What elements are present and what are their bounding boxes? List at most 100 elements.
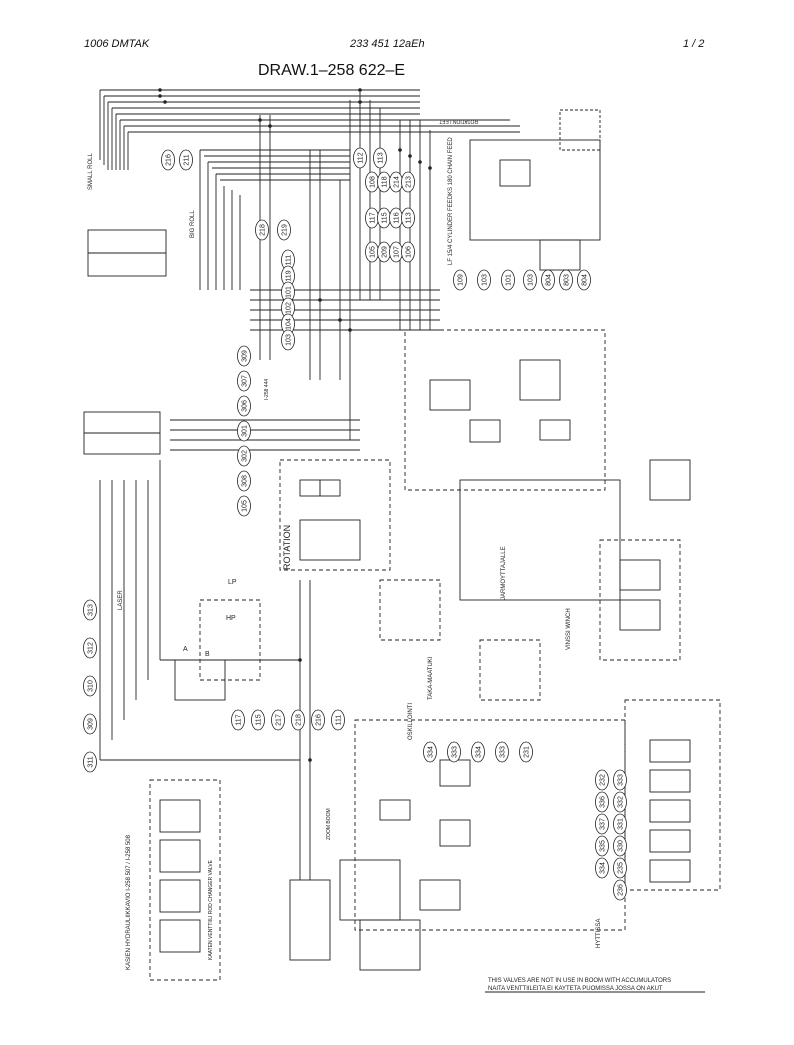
jarmoyttajalle-label: JARMOYTTAJALLE xyxy=(501,546,507,600)
callout-number: 335 xyxy=(600,840,607,852)
callout-number: 313 xyxy=(88,604,95,616)
callout-bubble: 102 xyxy=(281,297,295,319)
callout-bubble: 330 xyxy=(613,835,627,857)
callout-number: 311 xyxy=(88,756,95,767)
callout-bubble: 108 xyxy=(365,171,379,193)
callout-number: 334 xyxy=(600,862,607,874)
callout-bubble: 804 xyxy=(577,269,591,291)
callout-number: 112 xyxy=(358,152,365,163)
callout-number: 302 xyxy=(242,450,249,462)
drawing-ref-label: I-258 444 xyxy=(264,379,270,400)
callout-number: 336 xyxy=(600,796,607,808)
callout-bubble: 103 xyxy=(477,269,491,291)
callout-bubble: 109 xyxy=(453,269,467,291)
header-center: 233 451 12aEh xyxy=(350,38,425,50)
callout-number: 312 xyxy=(88,642,95,654)
hp-label: HP xyxy=(226,615,236,622)
callout-bubble: 333 xyxy=(495,741,509,763)
callout-number: 217 xyxy=(276,714,283,726)
zoom-boom-label: ZOOM BOOM xyxy=(326,808,332,840)
callout-bubble: 301 xyxy=(237,420,251,442)
callout-bubble: 307 xyxy=(237,370,251,392)
callout-bubble: 216 xyxy=(161,149,175,171)
callout-number: 103 xyxy=(482,274,489,286)
callout-bubble: 333 xyxy=(613,769,627,791)
callout-number: 216 xyxy=(316,714,323,726)
kasien-label: KASIEN HYDRAULIIKKAVIO I-258 507 / I-258… xyxy=(126,834,132,970)
callout-number: 301 xyxy=(242,425,249,437)
big-roll-label: BIG ROLL xyxy=(190,210,196,238)
callout-number: 330 xyxy=(618,840,625,852)
hyttissa-label: HYTTISSA xyxy=(596,919,602,948)
callout-bubble: 309 xyxy=(237,345,251,367)
callout-bubble: 118 xyxy=(377,171,391,193)
callout-bubble: 334 xyxy=(471,741,485,763)
callout-number: 105 xyxy=(242,500,249,512)
callout-bubble: 331 xyxy=(613,813,627,835)
callout-number: 332 xyxy=(618,796,625,808)
callout-number: 331 xyxy=(618,818,625,830)
callout-number: 108 xyxy=(370,176,377,188)
callout-bubble: 306 xyxy=(237,395,251,417)
rotation-label: ROTATION xyxy=(282,525,292,570)
callout-number: 113 xyxy=(378,152,385,163)
callout-bubble: 107 xyxy=(389,241,403,263)
callout-number: 118 xyxy=(382,176,389,187)
callout-number: 218 xyxy=(296,714,303,726)
callout-number: 103 xyxy=(286,334,293,346)
callout-number: 106 xyxy=(406,246,413,258)
rotation-left-label: ROTATION LEFT xyxy=(439,118,478,124)
callout-bubble: 231 xyxy=(519,741,533,763)
callout-bubble: 336 xyxy=(595,791,609,813)
callout-number: 117 xyxy=(370,212,377,223)
callout-bubble: 332 xyxy=(613,791,627,813)
callout-number: 119 xyxy=(286,270,293,281)
callout-bubble: 803 xyxy=(559,269,573,291)
callout-bubble: 313 xyxy=(83,599,97,621)
callout-bubble: 218 xyxy=(255,219,269,241)
note-line-1: THIS VALVES ARE NOT IN USE IN BOOM WITH … xyxy=(488,978,671,984)
winch-label: VINSSI WINCH xyxy=(566,608,572,650)
callout-bubble: 312 xyxy=(83,637,97,659)
callout-number: 211 xyxy=(184,154,191,165)
lf-cylinder-feed-label: LF 15/4 CYLINDER FEED xyxy=(448,194,454,265)
callout-number: 307 xyxy=(242,375,249,387)
callout-number: 334 xyxy=(428,746,435,758)
schematic-lines xyxy=(83,89,721,993)
drawing-title: DRAW.1–258 622–E xyxy=(258,62,406,79)
ks-chain-feed-label: KS 180 CHAIN FEED xyxy=(448,137,454,195)
callout-number: 101 xyxy=(506,274,513,286)
callout-number: 308 xyxy=(242,475,249,487)
callout-number: 309 xyxy=(88,718,95,730)
callout-bubble: 117 xyxy=(365,207,379,229)
callout-number: 334 xyxy=(476,746,483,758)
lp-label: LP xyxy=(228,579,237,586)
callout-bubble: 310 xyxy=(83,675,97,697)
callout-number: 111 xyxy=(286,255,293,266)
callout-bubble: 115 xyxy=(377,207,391,229)
callout-bubble: 117 xyxy=(231,709,245,731)
callout-number: 115 xyxy=(382,212,389,223)
callout-number: 101 xyxy=(286,286,293,298)
callout-bubble: 334 xyxy=(595,857,609,879)
callout-bubble: 103 xyxy=(523,269,537,291)
callout-bubble: 308 xyxy=(237,470,251,492)
oskillointi-label: OSKILLOINTI xyxy=(408,703,414,740)
callout-number: 231 xyxy=(524,746,531,758)
callout-bubble: 105 xyxy=(365,241,379,263)
callout-number: 804 xyxy=(546,274,553,286)
callout-number: 803 xyxy=(564,274,571,286)
rod-changer-label: KAATEN VENTTIILI ROD CHANGER VALVE xyxy=(208,859,214,960)
port-a-label: A xyxy=(183,646,188,653)
note-line-2: NAITA VENTTIILEITA EI KAYTETA PUOMISSA J… xyxy=(488,986,663,992)
callout-bubble: 213 xyxy=(401,171,415,193)
callout-bubble: 302 xyxy=(237,445,251,467)
schematic-junction-dots xyxy=(158,88,432,762)
callout-bubble: 311 xyxy=(83,751,97,773)
callout-bubble: 103 xyxy=(281,329,295,351)
callout-bubble: 219 xyxy=(277,219,291,241)
callout-number: 216 xyxy=(166,154,173,166)
callout-bubble: 113 xyxy=(373,147,387,169)
callout-number: 214 xyxy=(394,176,401,188)
